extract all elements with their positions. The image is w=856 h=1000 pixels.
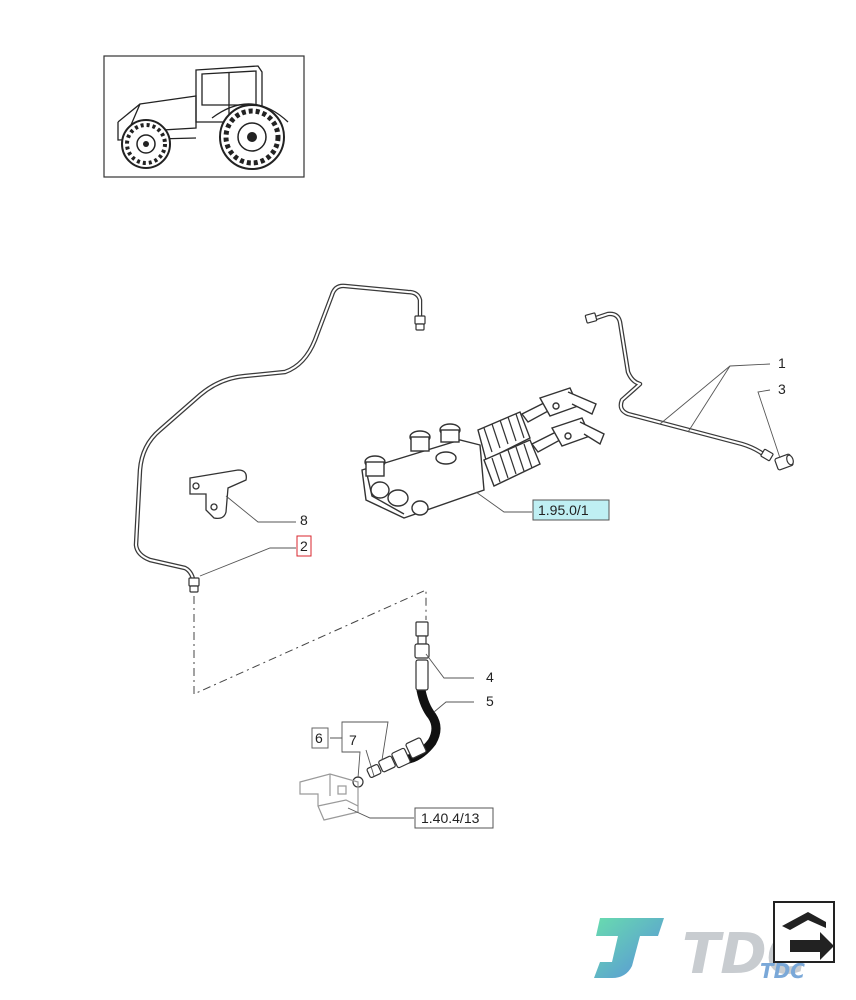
svg-text:1.40.4/13: 1.40.4/13 [421,810,480,826]
callout-5[interactable]: 5 [486,693,494,709]
mounting-bracket-faded [299,773,359,821]
pipe-fitting-upper-right [760,448,774,462]
callout-3[interactable]: 3 [778,381,786,397]
svg-text:6: 6 [315,730,323,746]
connection-dashed-line [193,589,427,695]
ref-bracket-link[interactable]: 1.40.4/13 [414,807,494,829]
svg-text:2: 2 [300,538,308,554]
callout-4[interactable]: 4 [486,669,494,685]
ref-master-cylinder-link[interactable]: 1.95.0/1 [532,499,610,521]
next-page-arrow-icon[interactable] [773,901,835,963]
callout-6[interactable]: 6 [311,727,329,749]
pipe-fitting-bottom [188,577,200,593]
callout-2[interactable]: 2 [296,535,312,557]
bracket-part [189,469,247,520]
svg-text:1.95.0/1: 1.95.0/1 [538,502,589,518]
tractor-thumbnail-icon [103,55,305,178]
pipe-fitting-top [414,315,426,331]
brake-pipe-long [133,283,423,588]
pipe-fitting-upper-left [584,312,598,324]
leader-lines [199,363,781,819]
union-fitting [774,453,794,471]
callout-8[interactable]: 8 [300,512,308,528]
callout-1[interactable]: 1 [778,355,786,371]
master-cylinder [361,387,605,519]
flexible-hose [352,621,441,788]
callout-7[interactable]: 7 [349,732,357,748]
